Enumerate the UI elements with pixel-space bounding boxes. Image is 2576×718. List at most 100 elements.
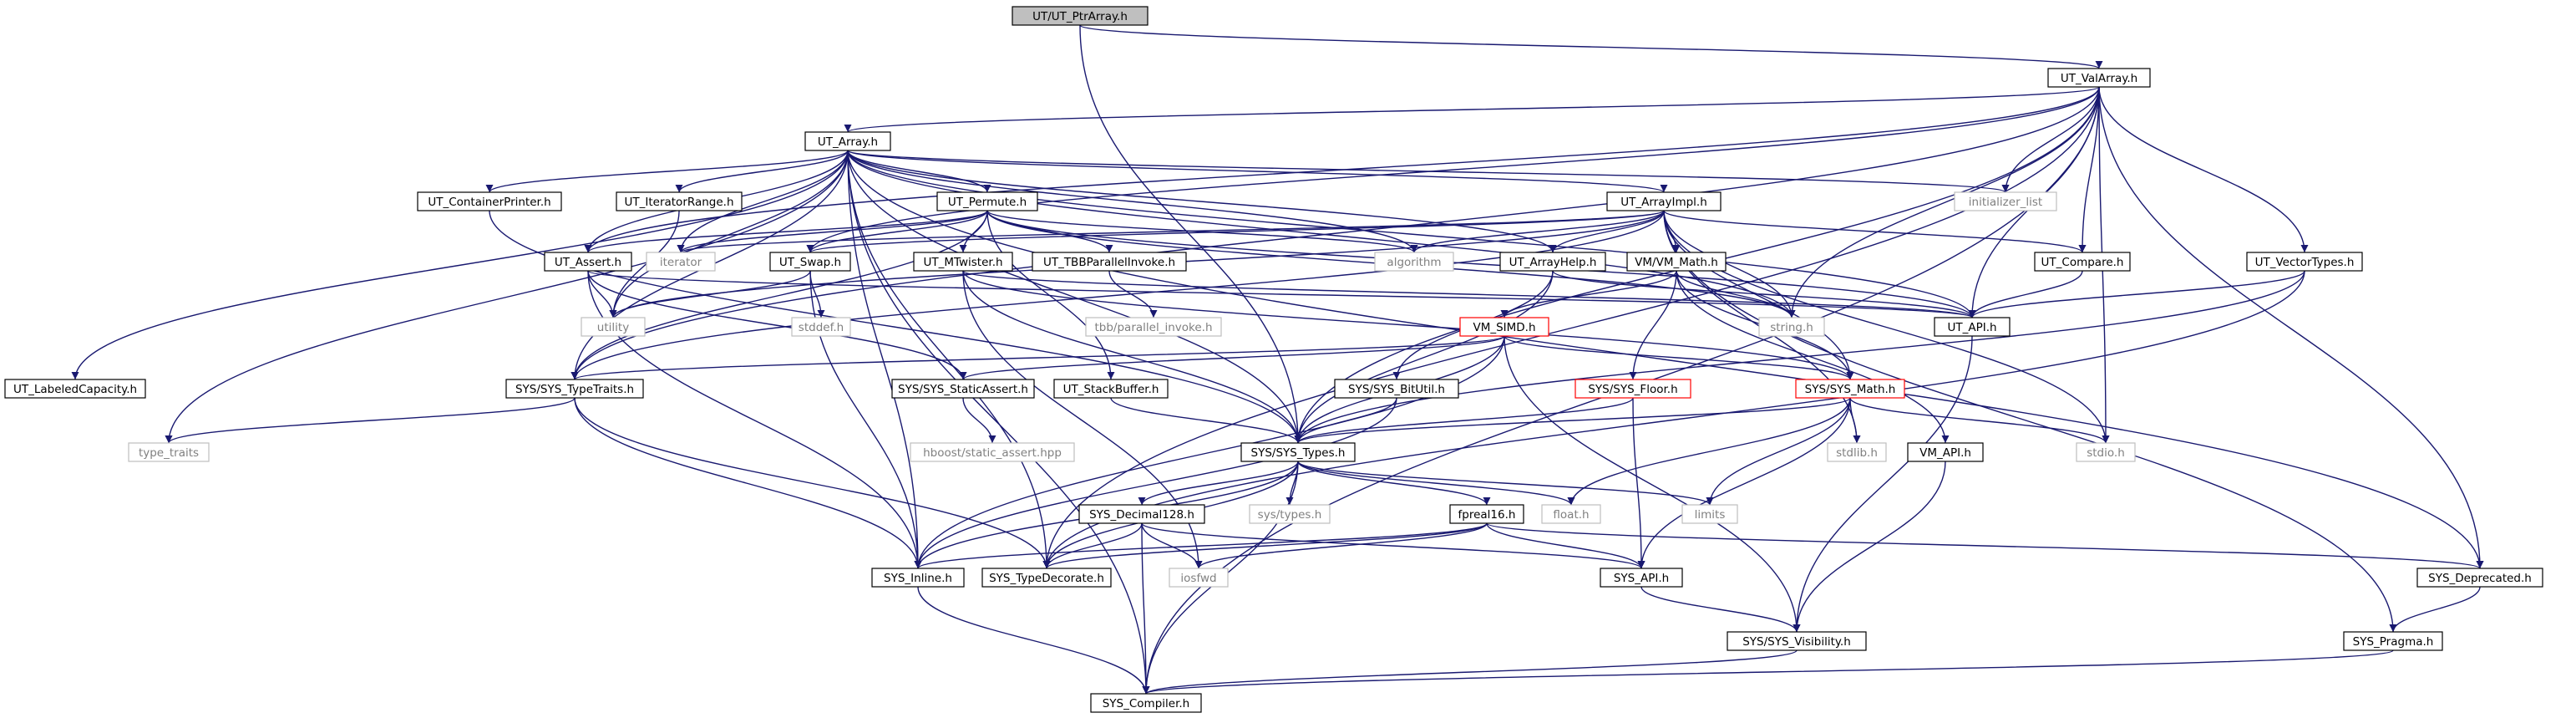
edge-assert-to-staticassert xyxy=(587,270,967,380)
node-box-tbbinvoke xyxy=(1085,317,1222,337)
edge-decimal128-to-sysapi xyxy=(1141,522,1645,569)
node-label-compiler: SYS_Compiler.h xyxy=(1103,697,1190,710)
node-label-iteratorrange: UT_IteratorRange.h xyxy=(624,196,733,209)
node-label-ptrarray: UT/UT_PtrArray.h xyxy=(1032,10,1128,23)
edge-assert-to-inline xyxy=(587,270,922,569)
node-compiler[interactable]: SYS_Compiler.h xyxy=(1090,693,1202,713)
edge-utarray-to-init_list xyxy=(847,150,2009,193)
node-bitutil[interactable]: SYS/SYS_BitUtil.h xyxy=(1334,379,1459,399)
edge-mtwister-to-systypes xyxy=(962,270,1302,444)
node-label-iterator: iterator xyxy=(660,256,702,269)
edge-sysfloor-to-systypes xyxy=(1294,397,1634,444)
node-deprecated[interactable]: SYS_Deprecated.h xyxy=(2416,568,2543,588)
node-box-arrayimpl xyxy=(1606,191,1722,211)
node-stddef: stddef.h xyxy=(791,317,851,337)
edge-stackbuffer-to-systypes xyxy=(1110,397,1302,444)
node-label-labeledcap: UT_LabeledCapacity.h xyxy=(13,383,137,396)
node-ptrarray[interactable]: UT/UT_PtrArray.h xyxy=(1012,6,1149,26)
node-label-typedecorate: SYS_TypeDecorate.h xyxy=(989,572,1104,585)
node-labeledcap[interactable]: UT_LabeledCapacity.h xyxy=(4,379,146,399)
node-inline[interactable]: SYS_Inline.h xyxy=(871,568,965,588)
node-box-mtwister xyxy=(913,252,1013,272)
node-box-containerprinter xyxy=(417,191,562,211)
node-arrayimpl[interactable]: UT_ArrayImpl.h xyxy=(1606,191,1722,211)
node-permute[interactable]: UT_Permute.h xyxy=(936,191,1038,211)
edge-ptrarray-to-systypes xyxy=(1079,24,1302,444)
node-vmapi[interactable]: VM_API.h xyxy=(1907,442,1984,462)
node-type_traits: type_traits xyxy=(128,442,210,462)
edge-typetraits-to-typedecorate xyxy=(574,397,1051,569)
node-tbbinvoke: tbb/parallel_invoke.h xyxy=(1085,317,1222,337)
node-box-ptrarray xyxy=(1012,6,1149,26)
node-box-stdio xyxy=(2076,442,2136,462)
edge-valarray-to-init_list xyxy=(2001,86,2100,193)
edge-permute-to-assert xyxy=(584,210,988,253)
node-box-deprecated xyxy=(2416,568,2543,588)
edge-valarray-to-swap xyxy=(806,86,2100,253)
node-containerprinter[interactable]: UT_ContainerPrinter.h xyxy=(417,191,562,211)
node-box-systypesh xyxy=(1249,504,1331,524)
node-label-vmmath: VM/VM_Math.h xyxy=(1635,256,1718,269)
node-box-vmmath xyxy=(1626,252,1727,272)
node-swap[interactable]: UT_Swap.h xyxy=(769,252,851,272)
node-sysfloor[interactable]: SYS/SYS_Floor.h xyxy=(1575,379,1691,399)
node-label-utility: utility xyxy=(597,321,629,334)
edge-layer xyxy=(71,24,2484,695)
node-box-pragma xyxy=(2343,631,2443,651)
node-label-sysfloor: SYS/SYS_Floor.h xyxy=(1588,383,1677,396)
edge-utarray-to-utility xyxy=(609,150,849,318)
edge-permute-to-iterator xyxy=(677,210,988,253)
node-decimal128[interactable]: SYS_Decimal128.h xyxy=(1078,504,1205,524)
node-iosfwd: iosfwd xyxy=(1169,568,1229,588)
node-label-systypesh: sys/types.h xyxy=(1258,508,1322,522)
edge-sysmath-to-sysapi xyxy=(1637,397,1851,569)
node-sysmath[interactable]: SYS/SYS_Math.h xyxy=(1795,379,1905,399)
node-box-staticassert xyxy=(891,379,1035,399)
node-label-pragma: SYS_Pragma.h xyxy=(2353,635,2434,649)
node-typetraits[interactable]: SYS/SYS_TypeTraits.h xyxy=(505,379,644,399)
node-label-utapi: UT_API.h xyxy=(1947,321,1996,334)
node-mtwister[interactable]: UT_MTwister.h xyxy=(913,252,1013,272)
edge-vmmath-to-sysfloor xyxy=(1629,270,1677,380)
node-box-limits xyxy=(1681,504,1738,524)
node-fpreal16[interactable]: fpreal16.h xyxy=(1449,504,1524,524)
node-label-tbbparallel: UT_TBBParallelInvoke.h xyxy=(1043,256,1175,269)
edge-systypes-to-floath xyxy=(1297,461,1575,506)
edge-utarray-to-inline xyxy=(847,150,922,569)
node-utapi[interactable]: UT_API.h xyxy=(1934,317,2011,337)
node-vmmath[interactable]: VM/VM_Math.h xyxy=(1626,252,1727,272)
node-systypes[interactable]: SYS/SYS_Types.h xyxy=(1240,442,1356,462)
edge-utarray-to-iterator xyxy=(677,150,849,253)
node-iteratorrange[interactable]: UT_IteratorRange.h xyxy=(616,191,743,211)
edge-arrayimpl-to-typetraits xyxy=(570,210,1665,380)
node-valarray[interactable]: UT_ValArray.h xyxy=(2047,68,2151,88)
node-box-hboost xyxy=(910,442,1075,462)
edge-sysmath-to-stdio xyxy=(1849,397,2110,444)
node-stackbuffer[interactable]: UT_StackBuffer.h xyxy=(1053,379,1169,399)
node-box-iosfwd xyxy=(1169,568,1229,588)
node-visibility[interactable]: SYS/SYS_Visibility.h xyxy=(1727,631,1867,651)
node-typedecorate[interactable]: SYS_TypeDecorate.h xyxy=(981,568,1112,588)
node-vmsimd[interactable]: VM_SIMD.h xyxy=(1459,317,1549,337)
node-label-deprecated: SYS_Deprecated.h xyxy=(2428,572,2532,585)
node-utarray[interactable]: UT_Array.h xyxy=(804,131,891,151)
edge-arrayimpl-to-stringh xyxy=(1663,210,1796,318)
node-arrayhelp[interactable]: UT_ArrayHelp.h xyxy=(1499,252,1606,272)
edge-systypes-to-decimal128 xyxy=(1138,461,1299,506)
node-assert[interactable]: UT_Assert.h xyxy=(544,252,632,272)
node-tbbparallel[interactable]: UT_TBBParallelInvoke.h xyxy=(1032,252,1187,272)
edge-vmmath-to-vmapi xyxy=(1676,270,1950,444)
node-box-arrayhelp xyxy=(1499,252,1606,272)
node-label-vectortypes: UT_VectorTypes.h xyxy=(2255,256,2355,269)
node-systypesh: sys/types.h xyxy=(1249,504,1331,524)
node-compare[interactable]: UT_Compare.h xyxy=(2034,252,2131,272)
node-pragma[interactable]: SYS_Pragma.h xyxy=(2343,631,2443,651)
edge-vmsimd-to-sysmath xyxy=(1504,335,1854,380)
node-box-sysfloor xyxy=(1575,379,1691,399)
node-staticassert[interactable]: SYS/SYS_StaticAssert.h xyxy=(891,379,1035,399)
node-box-tbbparallel xyxy=(1032,252,1187,272)
node-label-algorithm: algorithm xyxy=(1387,256,1441,269)
node-vectortypes[interactable]: UT_VectorTypes.h xyxy=(2246,252,2363,272)
node-sysapi[interactable]: SYS_API.h xyxy=(1600,568,1683,588)
node-box-sysapi xyxy=(1600,568,1683,588)
